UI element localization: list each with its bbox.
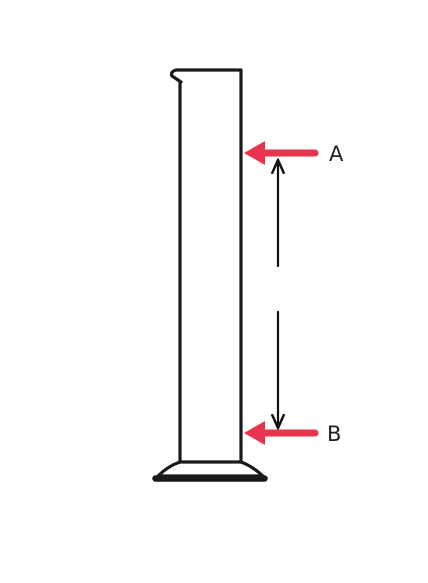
cylinder-rim (169, 68, 242, 84)
label-b: B (327, 422, 341, 446)
cylinder-base-foot (152, 475, 268, 482)
pointer-arrow-a (244, 141, 319, 165)
pointer-arrow-b (244, 421, 319, 445)
graduated-cylinder-icon (152, 68, 268, 482)
red-arrow-icon (244, 141, 265, 165)
cylinder-base-flare (156, 460, 265, 478)
red-arrow-icon (244, 421, 265, 445)
label-a: A (329, 142, 344, 166)
